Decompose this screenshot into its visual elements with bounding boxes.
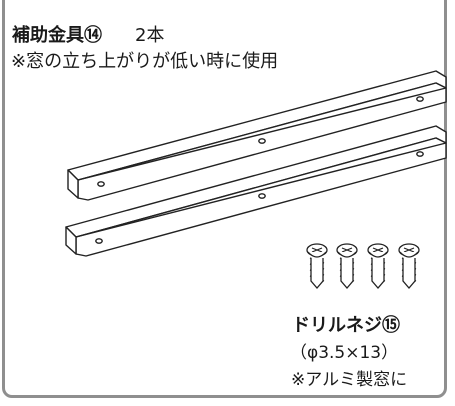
screw-illustration-2 [336, 243, 358, 289]
bracket-lower-illustration [65, 125, 447, 257]
part-14-name: 補助金具⑭ [12, 25, 102, 46]
part-14-quantity: 2本 [135, 25, 165, 46]
part-14-note: ※窓の立ち上がりが低い時に使用 [11, 51, 279, 72]
part-15-name: ドリルネジ⑮ [292, 315, 400, 336]
screw-illustration-3 [367, 243, 389, 289]
part-15-note: ※アルミ製窓に [291, 370, 408, 390]
screw-illustration-1 [306, 243, 328, 289]
part-15-spec: （φ3.5×13） [290, 343, 399, 363]
bracket-upper-illustration [67, 70, 447, 201]
screw-illustration-4 [398, 243, 420, 289]
